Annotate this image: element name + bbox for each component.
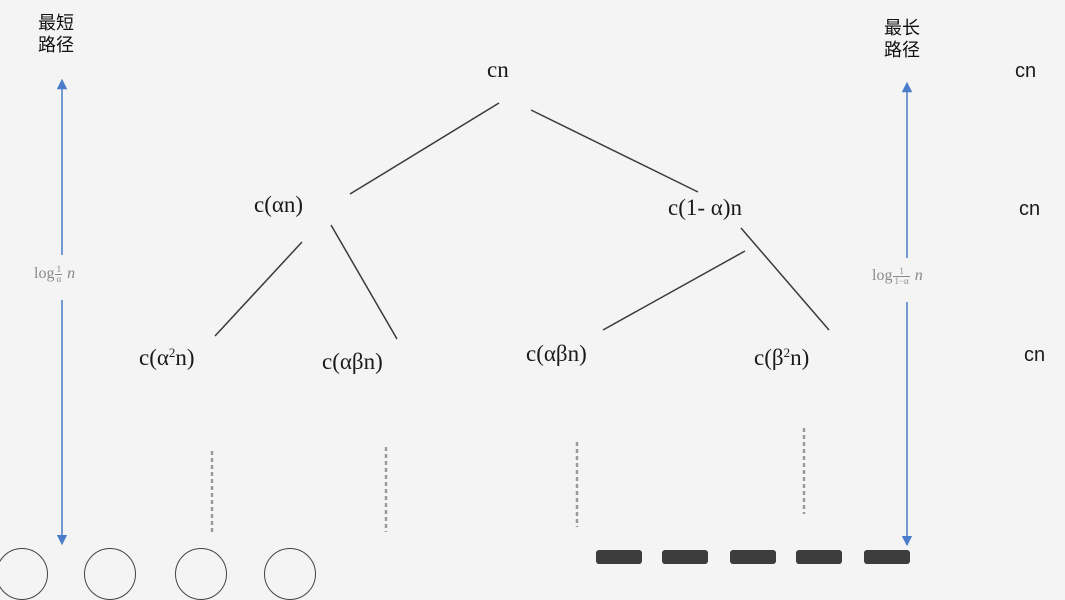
tree-node-one-minus-alpha-n: c(1- α)n — [668, 195, 742, 220]
bottom-toolbar-button-4[interactable] — [796, 550, 842, 564]
level-cost-1: cn — [1019, 198, 1041, 220]
edge-left-l2b — [330, 224, 398, 340]
tree-node-alpha-squared-n: c(α2n) — [139, 345, 195, 370]
edge-right-l2c — [602, 250, 746, 331]
bottom-circle-button-2[interactable] — [84, 548, 136, 600]
bottom-circle-button-4[interactable] — [264, 548, 316, 600]
bottom-circle-button-1[interactable] — [0, 548, 48, 600]
tree-node-alpha-n: c(αn) — [254, 192, 304, 217]
edge-root-right — [530, 109, 699, 193]
bottom-circle-button-3[interactable] — [175, 548, 227, 600]
tree-node-alpha-beta-n-right: c(αβn) — [526, 341, 587, 366]
left-axis-caption: 最短 路径 — [38, 13, 74, 56]
edge-left-l2a — [214, 241, 303, 337]
bottom-toolbar-button-3[interactable] — [730, 550, 776, 564]
recursion-tree-lines — [56, 78, 913, 547]
level-cost-0: cn — [1015, 60, 1037, 82]
bottom-toolbar-button-2[interactable] — [662, 550, 708, 564]
edge-right-l2d — [740, 227, 830, 331]
right-axis-caption: 最长 路径 — [884, 18, 920, 61]
level-cost-2: cn — [1024, 344, 1046, 366]
tree-node-beta-squared-n: c(β2n) — [754, 345, 810, 370]
bottom-toolbar-button-5[interactable] — [864, 550, 910, 564]
tree-node-root: cn — [487, 57, 509, 82]
bottom-toolbar-button-1[interactable] — [596, 550, 642, 564]
tree-node-alpha-beta-n-left: c(αβn) — [322, 349, 383, 374]
edge-root-left — [349, 102, 500, 195]
